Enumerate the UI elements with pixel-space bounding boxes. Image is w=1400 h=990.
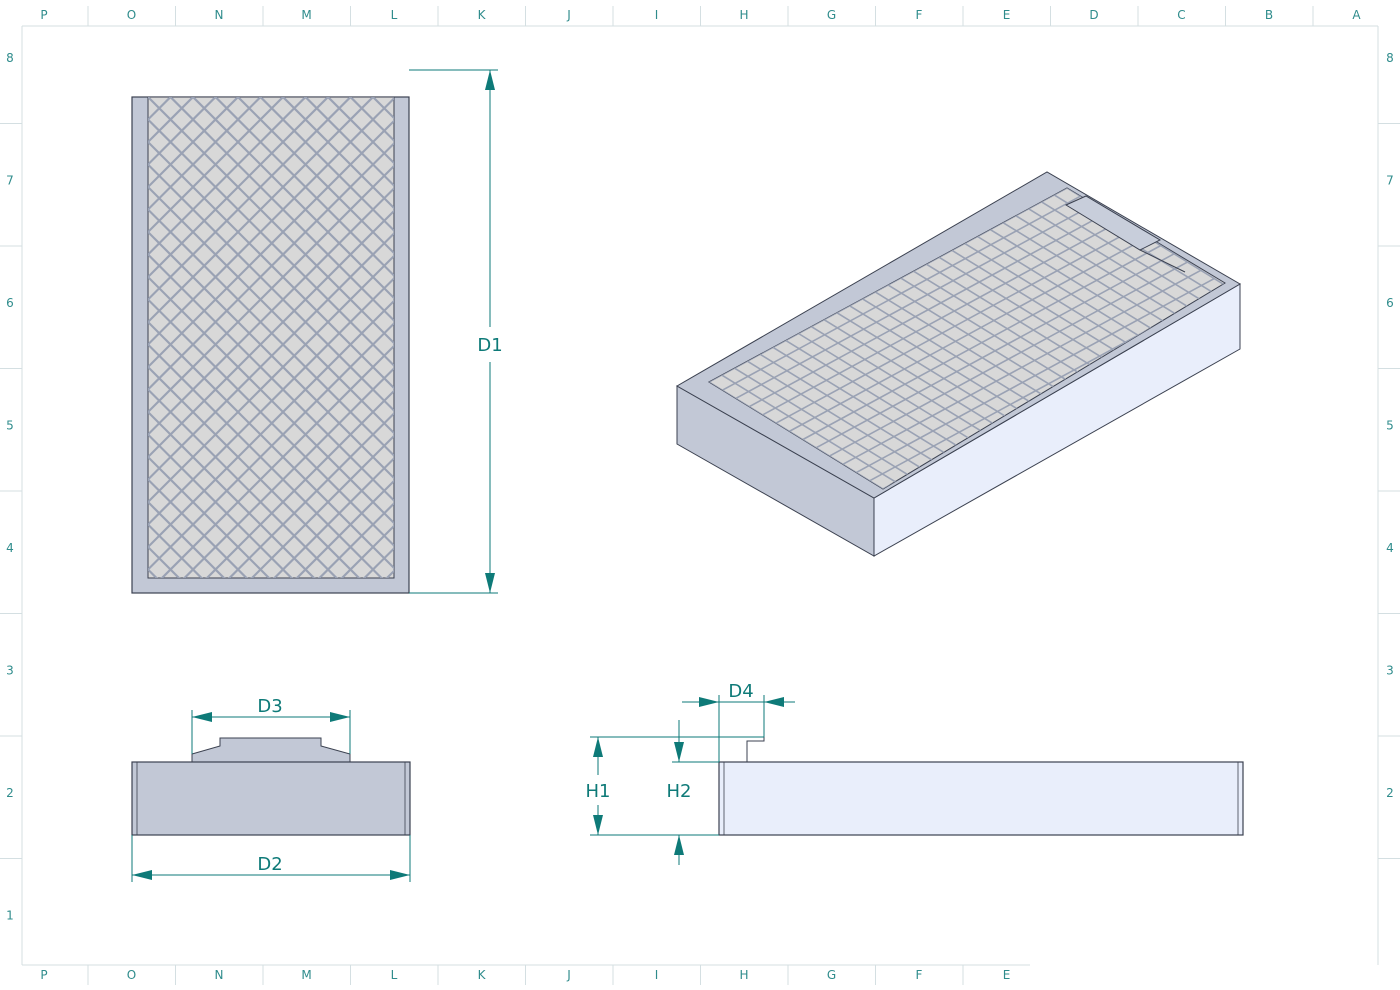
zone-letter-bottom: L bbox=[391, 968, 398, 982]
zone-letter-bottom: N bbox=[215, 968, 224, 982]
zone-letter-bottom: E bbox=[1003, 968, 1011, 982]
zone-number-right: 3 bbox=[1386, 664, 1394, 678]
dimension-label-h1: H1 bbox=[586, 781, 611, 802]
right-zone-numbers: 8 7 6 5 4 3 2 bbox=[1386, 51, 1394, 800]
zone-letter-top: L bbox=[391, 8, 398, 22]
isometric-view bbox=[675, 171, 1241, 557]
arrowhead bbox=[674, 742, 684, 762]
zone-number-right: 5 bbox=[1386, 419, 1394, 433]
zone-number-left: 4 bbox=[6, 541, 14, 555]
zone-letter-top: F bbox=[916, 8, 923, 22]
zone-letter-top: J bbox=[566, 8, 571, 22]
top-view bbox=[130, 70, 410, 594]
zone-number-right: 8 bbox=[1386, 51, 1394, 65]
zone-letter-bottom: H bbox=[739, 968, 748, 982]
dimension-h1: H1 bbox=[586, 736, 764, 836]
zone-letter-top: O bbox=[127, 8, 136, 22]
dimension-d1: D1 bbox=[409, 69, 503, 594]
zone-number-right: 7 bbox=[1386, 174, 1394, 188]
dimension-d3: D3 bbox=[191, 696, 351, 754]
dimension-d4: D4 bbox=[682, 681, 795, 762]
arrowhead bbox=[764, 697, 784, 707]
zone-letter-bottom: P bbox=[40, 968, 47, 982]
zone-letter-top: H bbox=[739, 8, 748, 22]
iso-latch-tab bbox=[1064, 195, 1162, 251]
front-view-step bbox=[191, 737, 351, 763]
zone-letter-top: A bbox=[1352, 8, 1361, 22]
left-zone-numbers: 8 7 6 5 4 3 2 1 bbox=[6, 51, 14, 923]
arrowhead bbox=[192, 712, 212, 722]
side-view-lip bbox=[746, 737, 765, 762]
arrowhead bbox=[699, 697, 719, 707]
dimension-label-d4: D4 bbox=[728, 681, 753, 702]
zone-number-left: 6 bbox=[6, 296, 14, 310]
dimension-label-h2: H2 bbox=[667, 781, 692, 802]
zone-letter-top: K bbox=[478, 8, 487, 22]
zone-number-right: 6 bbox=[1386, 296, 1394, 310]
arrowhead bbox=[485, 70, 495, 90]
zone-letter-top: D bbox=[1089, 8, 1098, 22]
zone-letter-top: C bbox=[1177, 8, 1185, 22]
dimension-d2: D2 bbox=[131, 835, 411, 882]
zone-number-right: 4 bbox=[1386, 541, 1394, 555]
zone-letter-bottom: O bbox=[127, 968, 136, 982]
zone-number-left: 7 bbox=[6, 174, 14, 188]
front-view-body bbox=[131, 761, 411, 836]
zone-number-left: 1 bbox=[6, 909, 14, 923]
diamond-grid bbox=[148, 97, 394, 578]
dimension-h2: H2 bbox=[667, 720, 719, 865]
zone-number-right: 2 bbox=[1386, 786, 1394, 800]
dimension-label-d3: D3 bbox=[257, 696, 282, 717]
arrowhead bbox=[330, 712, 350, 722]
zone-letter-top: M bbox=[301, 8, 311, 22]
zone-letter-top: B bbox=[1265, 8, 1273, 22]
sheet-frame: P O N M L K J I H G F E D C B A P O N M L K J I H G F E 8 7 6 5 4 3 2 1 8… bbox=[0, 6, 1400, 985]
dimension-label-d1: D1 bbox=[477, 335, 502, 356]
zone-letter-top: G bbox=[827, 8, 836, 22]
zone-number-left: 8 bbox=[6, 51, 14, 65]
side-view bbox=[718, 737, 1244, 836]
zone-letter-bottom: K bbox=[478, 968, 487, 982]
zone-number-left: 5 bbox=[6, 419, 14, 433]
dimension-label-d2: D2 bbox=[257, 854, 282, 875]
arrowhead bbox=[132, 870, 152, 880]
zone-letter-top: I bbox=[655, 8, 659, 22]
zone-letter-top: E bbox=[1003, 8, 1011, 22]
zone-number-left: 2 bbox=[6, 786, 14, 800]
arrowhead bbox=[593, 737, 603, 757]
arrowhead bbox=[390, 870, 410, 880]
zone-number-left: 3 bbox=[6, 664, 14, 678]
zone-letter-top: P bbox=[40, 8, 47, 22]
front-view bbox=[131, 737, 411, 836]
top-view-cut-edge bbox=[130, 70, 410, 96]
zone-letter-bottom: J bbox=[566, 968, 571, 982]
arrowhead bbox=[593, 815, 603, 835]
side-view-body bbox=[718, 761, 1244, 836]
zone-letter-bottom: F bbox=[916, 968, 923, 982]
zone-letter-bottom: M bbox=[301, 968, 311, 982]
zone-letter-top: N bbox=[215, 8, 224, 22]
arrowhead bbox=[674, 835, 684, 855]
zone-letter-bottom: I bbox=[655, 968, 659, 982]
zone-letter-bottom: G bbox=[827, 968, 836, 982]
arrowhead bbox=[485, 573, 495, 593]
